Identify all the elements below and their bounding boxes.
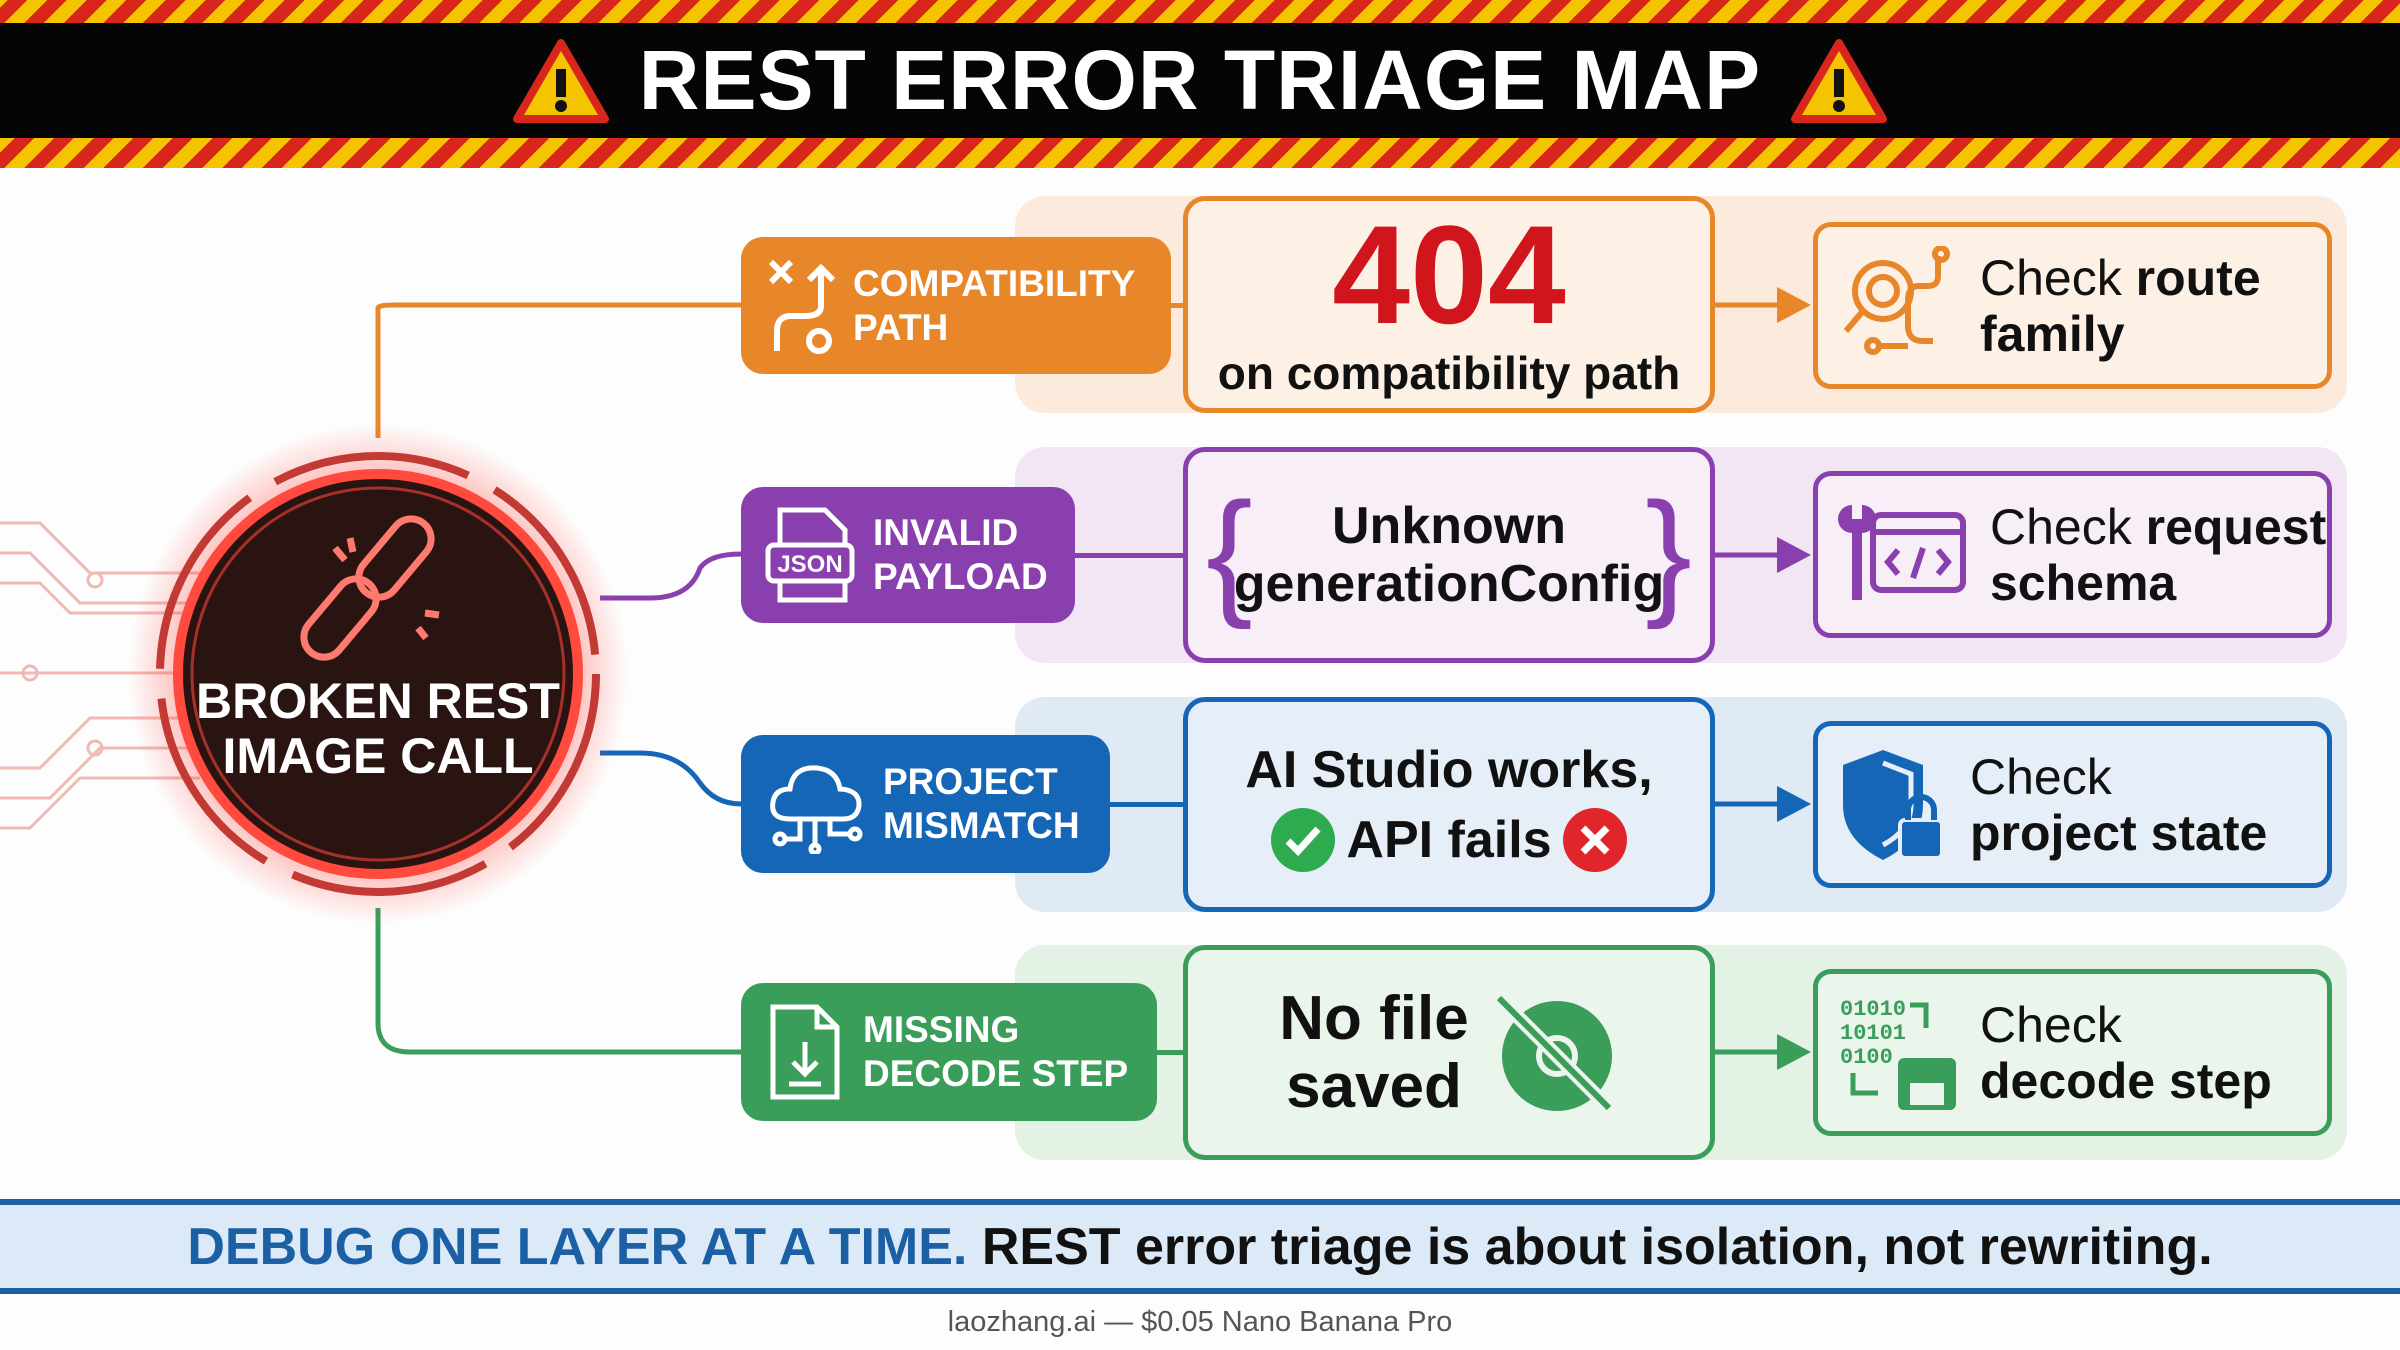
category-label: COMPATIBILITY — [853, 262, 1136, 304]
circuit-traces — [0, 521, 200, 830]
status-code: 404 — [1332, 195, 1566, 353]
warning-triangle-icon — [512, 38, 609, 123]
symptom-text: AI Studio works, — [1245, 740, 1653, 799]
hub-label-line1: BROKEN REST — [196, 673, 560, 729]
symptom-text: No file — [1279, 983, 1469, 1053]
action-prefix: Check — [1980, 249, 2136, 306]
hazard-stripe-bottom — [0, 138, 2400, 168]
action-keyword: schema — [1990, 554, 2177, 611]
no-file-disk-icon — [1493, 992, 1614, 1113]
svg-text:0100: 0100 — [1840, 1045, 1893, 1070]
arrow-right-icon — [1715, 287, 1811, 323]
hazard-stripe-top — [0, 0, 2400, 23]
search-route-icon — [1843, 245, 1950, 355]
category-label: DECODE STEP — [863, 1053, 1129, 1094]
category-label: PATH — [853, 306, 949, 348]
broken-link-icon — [300, 515, 440, 661]
connector-lines: BROKEN REST IMAGE CALL — [0, 302, 742, 1055]
action-prefix: Check — [1970, 748, 2112, 805]
symptom-text: generationConfig — [1233, 555, 1665, 613]
cloud-network-icon — [770, 765, 863, 854]
category-label: PROJECT — [883, 761, 1058, 802]
route-path-icon — [768, 259, 835, 354]
action-keyword: request — [2145, 498, 2327, 555]
arrow-right-icon — [1715, 1034, 1811, 1070]
x-circle-icon — [1562, 807, 1627, 872]
json-label: JSON — [777, 551, 842, 578]
category-label: MISSING — [863, 1009, 1020, 1050]
footer-banner: DEBUG ONE LAYER AT A TIME. REST error tr… — [0, 1199, 2400, 1294]
footer-highlight: DEBUG ONE LAYER AT A TIME. — [187, 1217, 968, 1276]
arrow-right-icon — [1715, 537, 1811, 573]
shield-lock-icon — [1843, 749, 1944, 860]
connector-decode — [375, 908, 741, 1055]
action-keyword: family — [1980, 305, 2125, 362]
category-label: MISMATCH — [883, 805, 1080, 846]
symptom-text: API fails — [1346, 810, 1552, 869]
file-download-icon — [770, 1004, 840, 1100]
svg-text:01010: 01010 — [1840, 997, 1906, 1022]
page-title: REST ERROR TRIAGE MAP — [638, 33, 1762, 127]
action-keyword: decode step — [1980, 1052, 2272, 1109]
connector-compatibility — [375, 302, 741, 438]
action-prefix: Check — [1990, 498, 2146, 555]
symptom-studio-vs-api: AI Studio works, API fails — [1183, 697, 1715, 912]
warning-triangle-icon — [1791, 38, 1888, 123]
symptom-404: 404 on compatibility path — [1183, 196, 1715, 413]
connector-project — [600, 750, 742, 807]
category-label: INVALID — [873, 512, 1019, 553]
credit-text: laozhang.ai — $0.05 Nano Banana Pro — [947, 1306, 1453, 1338]
svg-text:10101: 10101 — [1840, 1021, 1906, 1046]
action-keyword: route — [2135, 249, 2261, 306]
symptom-text: on compatibility path — [1217, 346, 1681, 399]
symptom-text: Unknown — [1332, 497, 1566, 555]
hub-label-line2: IMAGE CALL — [222, 728, 533, 784]
wrench-code-icon — [1838, 504, 1966, 600]
brace-left-icon: { — [1206, 473, 1253, 630]
check-circle-icon — [1271, 807, 1336, 872]
connector-payload — [600, 551, 742, 601]
action-keyword: project state — [1970, 804, 2268, 861]
brace-right-icon: } — [1645, 473, 1692, 630]
hub-circle — [173, 469, 583, 879]
footer-text: REST error triage is about isolation, no… — [967, 1217, 2213, 1276]
category-label: PAYLOAD — [873, 556, 1048, 597]
action-prefix: Check — [1980, 996, 2122, 1053]
symptom-unknown-config: { } Unknown generationConfig — [1183, 447, 1715, 663]
symptom-text: saved — [1286, 1051, 1462, 1121]
json-file-icon: JSON — [765, 507, 855, 603]
arrow-right-icon — [1715, 786, 1811, 822]
header-banner: REST ERROR TRIAGE MAP — [0, 23, 2400, 138]
